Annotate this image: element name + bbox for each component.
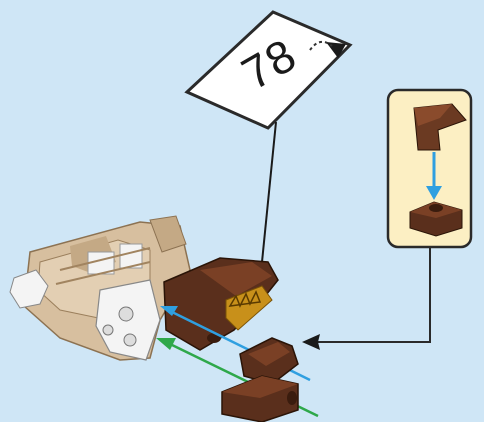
card-leader-line bbox=[262, 122, 276, 262]
brown-brick-new bbox=[222, 376, 298, 422]
callout-panel-icon bbox=[388, 90, 471, 247]
pointer-arrow-icon bbox=[302, 247, 430, 350]
